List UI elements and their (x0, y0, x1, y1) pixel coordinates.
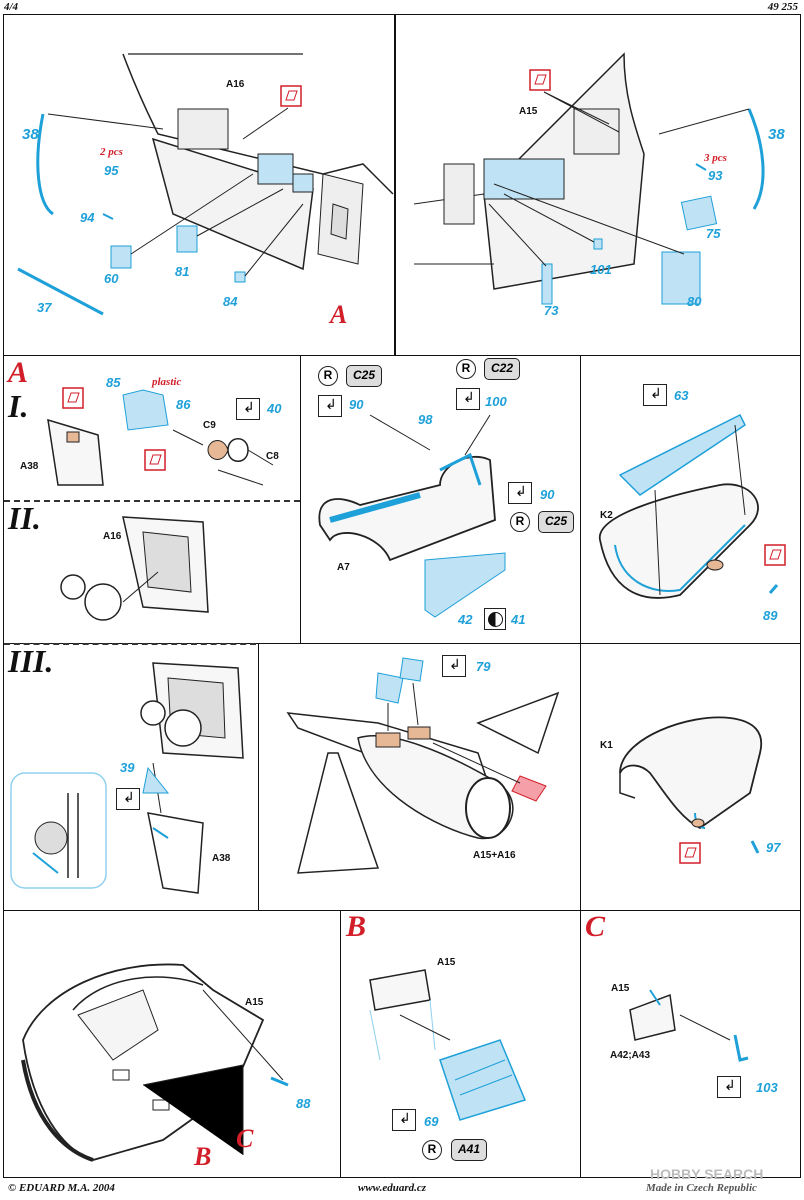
section-b-drawing (369, 969, 527, 1121)
part-75: 75 (706, 226, 721, 241)
part-a15-nose: A15 (245, 997, 264, 1008)
bend-icon-40: ↲ (236, 398, 260, 420)
part-94: 94 (80, 210, 95, 225)
made-in-text: Made in Czech Republic (646, 1182, 757, 1194)
step2-drawing (60, 516, 209, 621)
part-a15-label: A15 (519, 106, 538, 117)
intake-drawing (286, 657, 560, 874)
part-103: 103 (756, 1080, 778, 1095)
bend-icon-100: ↲ (456, 388, 480, 410)
section-a-letter: A (8, 356, 29, 389)
divider-step2 (4, 643, 256, 645)
part-k2: K2 (600, 510, 613, 521)
part-37: 37 (37, 300, 52, 315)
part-a16-label: A16 (226, 79, 245, 90)
part-60: 60 (104, 271, 119, 286)
part-86: 86 (176, 397, 191, 412)
part-101: 101 (590, 262, 612, 277)
bend-icon-69: ↲ (392, 1109, 416, 1131)
part-88: 88 (296, 1096, 311, 1111)
callout-b: B (194, 1142, 212, 1171)
step-1-label: I. (8, 388, 29, 424)
part-100: 100 (485, 394, 507, 409)
canopy-k1-drawing (619, 716, 763, 864)
section-b-letter: B (346, 910, 367, 943)
step-3-label: III. (8, 643, 54, 679)
part-90-top: 90 (349, 397, 364, 412)
bend-icon-90-right: ↲ (508, 482, 532, 504)
part-a16-step2: A16 (103, 531, 122, 542)
part-73: 73 (544, 303, 559, 318)
bend-icon-63: ↲ (643, 384, 667, 406)
section-c-letter: C (585, 910, 606, 943)
website-text: www.eduard.cz (358, 1182, 427, 1194)
tag-a41: A41 (451, 1139, 488, 1161)
part-97: 97 (766, 840, 781, 855)
qty-3pcs: 3 pcs (704, 152, 727, 164)
canopy-frame-drawing (318, 414, 506, 618)
tag-c25-bottom: C25 (538, 511, 575, 533)
part-c9: C9 (203, 420, 216, 431)
part-41: 41 (511, 612, 526, 627)
replace-icon-c22: R (456, 359, 476, 379)
part-39: 39 (120, 760, 135, 775)
part-a15-c: A15 (611, 983, 630, 994)
part-a42-a43: A42;A43 (610, 1050, 651, 1061)
tag-c25-top: C25 (346, 365, 383, 387)
part-63: 63 (674, 388, 689, 403)
part-85: 85 (106, 375, 121, 390)
copyright-text: © EDUARD M.A. 2004 (8, 1182, 115, 1194)
part-a15-a16: A15+A16 (473, 850, 516, 861)
part-40: 40 (267, 401, 282, 416)
part-a7: A7 (337, 562, 350, 573)
part-93: 93 (708, 168, 723, 183)
product-code: 49 255 (767, 1, 798, 13)
part-80: 80 (687, 294, 702, 309)
step-2-label: II. (8, 500, 41, 536)
part-42: 42 (458, 612, 473, 627)
divider-step1 (4, 500, 300, 502)
plastic-label: plastic (152, 376, 182, 388)
bend-icon-103: ↲ (717, 1076, 741, 1098)
nose-drawing (21, 963, 289, 1162)
part-81: 81 (175, 264, 190, 279)
bend-icon-90: ↲ (318, 395, 342, 417)
part-89: 89 (763, 608, 778, 623)
part-c8: C8 (266, 451, 279, 462)
yin-yang-icon (484, 608, 506, 630)
fuselage-bay-left-drawing (17, 53, 394, 316)
step1-drawing (47, 387, 274, 486)
callout-a: A (330, 300, 348, 329)
qty-2pcs: 2 pcs (100, 146, 123, 158)
callout-c: C (236, 1124, 254, 1153)
tag-c22: C22 (484, 358, 521, 380)
panel-section-c (580, 910, 801, 1178)
part-98: 98 (418, 412, 433, 427)
step3-drawing (10, 662, 244, 894)
bend-icon-39: ↲ (116, 788, 140, 810)
part-95: 95 (104, 163, 119, 178)
part-a38-step3: A38 (212, 853, 231, 864)
replace-icon-c25-b: R (510, 512, 530, 532)
replace-icon-a41: R (422, 1140, 442, 1160)
replace-icon-c25: R (318, 366, 338, 386)
page-number: 4/4 (4, 1, 19, 13)
part-a15-b: A15 (437, 957, 456, 968)
part-90-right: 90 (540, 487, 555, 502)
fuselage-bay-right-drawing (413, 52, 765, 305)
bend-icon-79: ↲ (442, 655, 466, 677)
part-84: 84 (223, 294, 238, 309)
canopy-k2-drawing (599, 413, 786, 599)
part-k1: K1 (600, 740, 613, 751)
part-69: 69 (424, 1114, 439, 1129)
part-a38-step1: A38 (20, 461, 39, 472)
part-38-right: 38 (768, 126, 785, 143)
part-38-left: 38 (22, 126, 39, 143)
part-79: 79 (476, 659, 491, 674)
section-c-drawing (629, 989, 749, 1062)
watermark: HOBBY SEARCH (650, 1166, 764, 1182)
